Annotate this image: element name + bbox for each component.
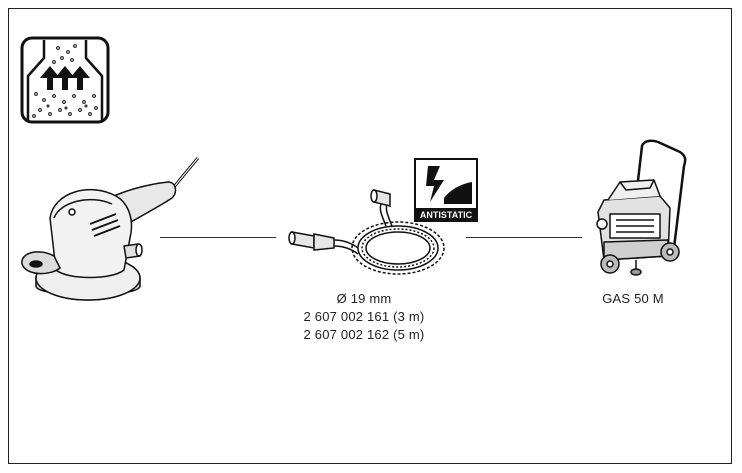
connector-line-left [160, 237, 276, 238]
vacuum-cleaner-icon [596, 139, 687, 276]
orbital-sander-icon [21, 157, 200, 301]
antistatic-label: ANTISTATIC [420, 210, 473, 220]
hose-diameter: Ø 19 mm [336, 291, 392, 306]
extraction-hose-icon [288, 189, 445, 275]
hose-part-number-5m: 2 607 002 162 (5 m) [303, 327, 425, 342]
antistatic-icon: ANTISTATIC [414, 158, 478, 222]
dust-extraction-icon [20, 36, 110, 124]
connector-line-right [466, 237, 582, 238]
vacuum-model: GAS 50 M [602, 291, 664, 306]
hose-part-number-3m: 2 607 002 161 (3 m) [303, 309, 425, 324]
